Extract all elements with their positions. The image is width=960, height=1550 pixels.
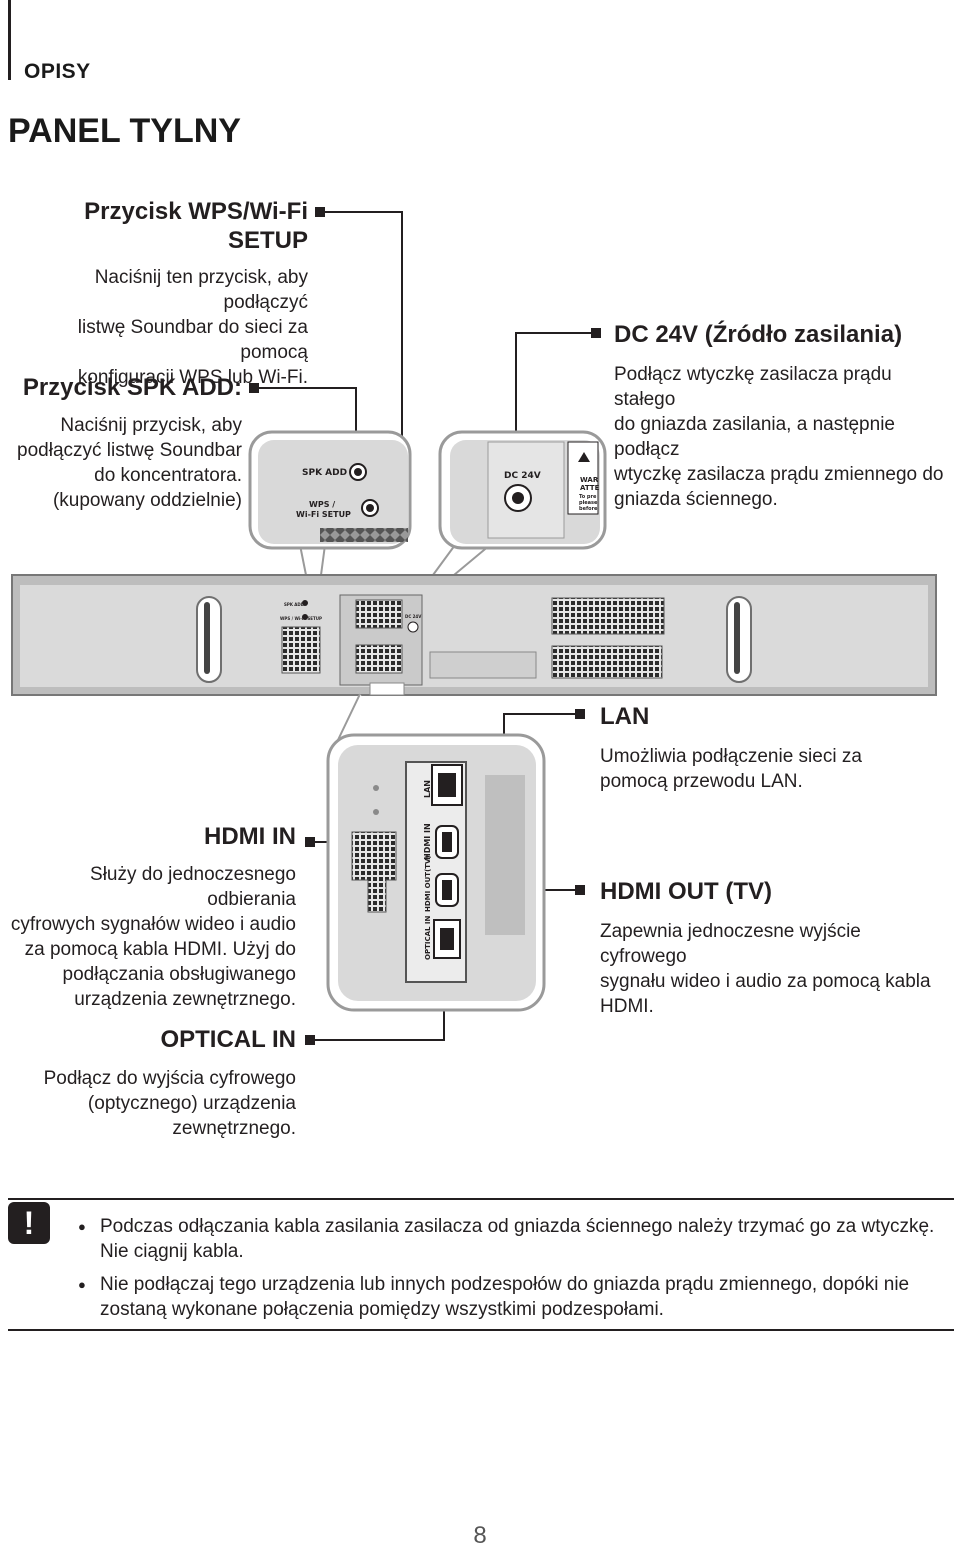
device-label-warn-1: WAR <box>580 476 599 484</box>
lan-callout-desc: Umożliwia podłączenie sieci za pomocą pr… <box>600 746 862 792</box>
bar-label-spk-add: SPK ADD <box>284 602 305 607</box>
dc-callout-desc: Podłącz wtyczkę zasilacza prądu stałego … <box>614 364 944 510</box>
list-item: Podczas odłączania kabla zasilania zasil… <box>74 1214 946 1264</box>
optical-callout-title: OPTICAL IN <box>160 1026 296 1053</box>
leader-markers <box>249 207 601 1045</box>
device-label-wps-2: Wi-Fi SETUP <box>296 510 351 519</box>
device-label-optical: OPTICAL IN <box>424 915 432 960</box>
bar-label-wps: WPS / Wi-Fi SETUP <box>280 616 322 621</box>
page-title: PANEL TYLNY <box>8 112 241 150</box>
warning-triangle-icon <box>578 452 590 462</box>
zoom-bubble-buttons <box>248 430 412 621</box>
device-label-dc: DC 24V <box>504 471 541 481</box>
hdmi-out-callout-desc: Zapewnia jednoczesne wyjście cyfrowego s… <box>600 921 931 1017</box>
device-label-lan: LAN <box>423 780 432 798</box>
device-label-spk-add: SPK ADD <box>302 468 347 478</box>
notes-list: Podczas odłączania kabla zasilania zasil… <box>74 1214 946 1330</box>
page-number: 8 <box>473 1522 487 1549</box>
device-label-warn-2: ATTE <box>580 484 600 492</box>
device-label-hdmi-in: HDMI IN <box>423 823 432 860</box>
wps-callout-desc: Naciśnij ten przycisk, aby podłączyć lis… <box>77 267 308 388</box>
bar-label-dc: DC 24V <box>405 614 422 619</box>
dc-callout-title: DC 24V (Źródło zasilania) <box>614 321 903 348</box>
spk-add-callout-desc: Naciśnij przycisk, aby podłączyć listwę … <box>17 415 242 511</box>
soundbar-rear <box>11 574 937 696</box>
wps-callout-title: Przycisk WPS/Wi-Fi SETUP <box>84 198 308 254</box>
hdmi-in-callout-desc: Służy do jednoczesnego odbierania cyfrow… <box>10 864 296 1010</box>
device-label-warn-4: please <box>579 500 598 506</box>
optical-callout-desc: Podłącz do wyjścia cyfrowego (optycznego… <box>43 1068 296 1139</box>
section-bar <box>8 0 11 80</box>
zoom-bubble-dc <box>399 430 607 621</box>
device-label-warn-3: To pre <box>579 494 597 500</box>
notes-top-rule <box>8 1198 954 1200</box>
hdmi-in-callout-title: HDMI IN <box>204 823 296 850</box>
section-label: OPISY <box>24 60 91 83</box>
device-label-warn-5: before <box>579 506 598 512</box>
spk-add-callout-title: Przycisk SPK ADD: <box>22 374 242 401</box>
list-item: Nie podłączaj tego urządzenia lub innych… <box>74 1272 946 1322</box>
hdmi-out-callout-title: HDMI OUT (TV) <box>600 878 772 905</box>
notes-bottom-rule <box>8 1329 954 1331</box>
caution-icon: ! <box>8 1202 50 1244</box>
lan-callout-title: LAN <box>600 703 650 730</box>
device-label-wps-1: WPS / <box>309 500 335 509</box>
device-label-hdmi-out: HDMI OUT(TV) <box>424 855 432 912</box>
zoom-bubble-connectors <box>326 693 546 1012</box>
